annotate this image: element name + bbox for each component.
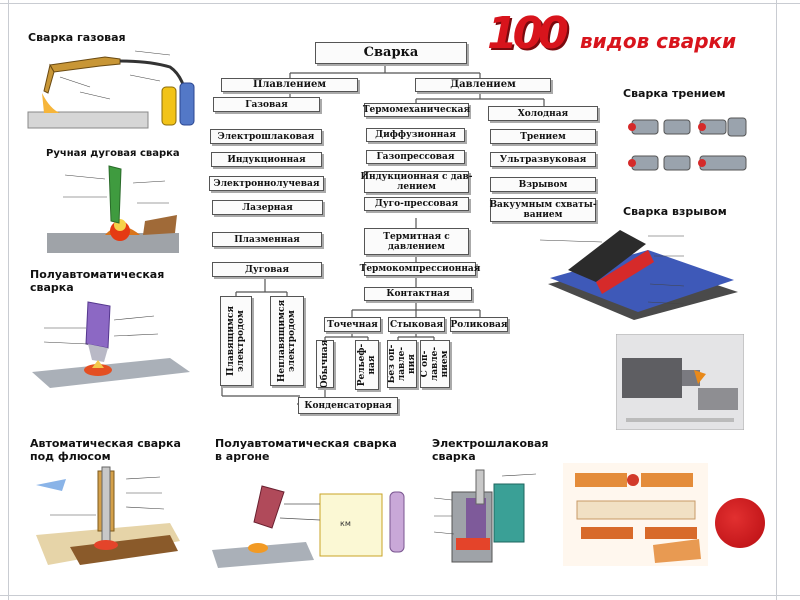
diagram-thermo-induction-press: Индукционная с дав- лением: [360, 171, 473, 193]
logo-number: 100: [487, 8, 569, 59]
diagram-contact-roller: Роликовая: [450, 317, 508, 332]
diagram-consumable-electrode: Плавящимся электродом: [220, 296, 252, 386]
diagram-cold-explosion: Взрывом: [490, 177, 596, 192]
diagram-root-welding: Сварка: [315, 42, 467, 64]
diagram-melting-gas: Газовая: [213, 97, 320, 112]
label-manual-arc: Ручная дуговая сварка: [46, 148, 180, 159]
diagram-thermocompression: Термокомпрессионная: [359, 262, 481, 276]
argon-welding-illustration: км: [212, 485, 405, 568]
diagram-contact: Контактная: [364, 287, 472, 301]
diagram-melting-induction: Индукционная: [211, 152, 322, 167]
diagram-nonconsumable-electrode: Неплавящимся электродом: [270, 296, 304, 386]
diagram-cold: Холодная: [488, 106, 598, 121]
frame-left-line: [8, 0, 9, 600]
label-argon: Полуавтоматическая сварка в аргоне: [215, 437, 397, 463]
diagram-melting-arc: Дуговая: [212, 262, 322, 277]
diagram-condenser: Конденсаторная: [298, 397, 398, 414]
diagram-cold-friction: Трением: [490, 129, 596, 144]
diagram-butt-no-flash: Без оп- лавле- ния: [387, 340, 417, 388]
diagram-cold-ultrasonic: Ультразвуковая: [490, 152, 596, 167]
gas-welding-illustration: [27, 50, 195, 129]
label-semi-auto: Полуавтоматическая сварка: [30, 268, 165, 294]
label-submerged: Автоматическая сварка под флюсом: [30, 437, 181, 463]
label-gas-welding: Сварка газовая: [28, 31, 126, 44]
diagram-point-ordinary: Обычная: [316, 340, 334, 388]
diagram-contact-point: Точечная: [324, 317, 381, 332]
diagram-butt-flash: С оп- лавле- нием: [420, 340, 450, 388]
label-friction: Сварка трением: [623, 87, 726, 100]
manual-arc-illustration: [47, 165, 179, 253]
diagram-thermo-arc-press: Дуго-прессовая: [364, 197, 469, 211]
semi-auto-illustration: [32, 301, 190, 388]
friction-welding-illustration: [628, 117, 747, 171]
svg-text:км: км: [340, 519, 351, 528]
submerged-arc-illustration: [36, 466, 180, 565]
frame-bottom-line: [0, 595, 800, 596]
diagram-point-relief: Рельеф- ная: [355, 340, 379, 390]
welding-types-illustration: [563, 463, 708, 566]
label-explosion: Сварка взрывом: [623, 205, 727, 218]
diagram-thermo-gas-press: Газопрессовая: [366, 150, 465, 164]
diagram-pressure: Давлением: [415, 78, 551, 92]
label-electroslag: Электрошлаковая сварка: [432, 437, 549, 463]
frame-right-line: [776, 0, 777, 600]
logo-text: видов сварки: [580, 29, 737, 53]
explosion-welding-illustration: [539, 230, 738, 320]
diagram-thermo-diffusion: Диффузионная: [366, 128, 465, 142]
diagram-melting-laser: Лазерная: [212, 200, 323, 215]
diagram-melting: Плавлением: [221, 78, 358, 92]
diagram-cold-vacuum: Вакуумным схваты- ванием: [489, 198, 597, 222]
diagram-melting-electron-beam: Электроннолучевая: [209, 176, 324, 191]
frame-top-line: [0, 3, 800, 4]
diagram-melting-plasma: Плазменная: [212, 232, 322, 247]
electroslag-illustration: [433, 469, 537, 563]
friction-welding-photo: [616, 334, 744, 430]
diagram-termit-press: Термитная с давлением: [364, 228, 469, 255]
diagram-thermomechanical: Термомеханическая: [362, 103, 471, 117]
decorative-red-circle: [715, 498, 765, 548]
diagram-contact-butt: Стыковая: [388, 317, 445, 332]
diagram-melting-electroslag: Электрошлаковая: [210, 129, 322, 144]
